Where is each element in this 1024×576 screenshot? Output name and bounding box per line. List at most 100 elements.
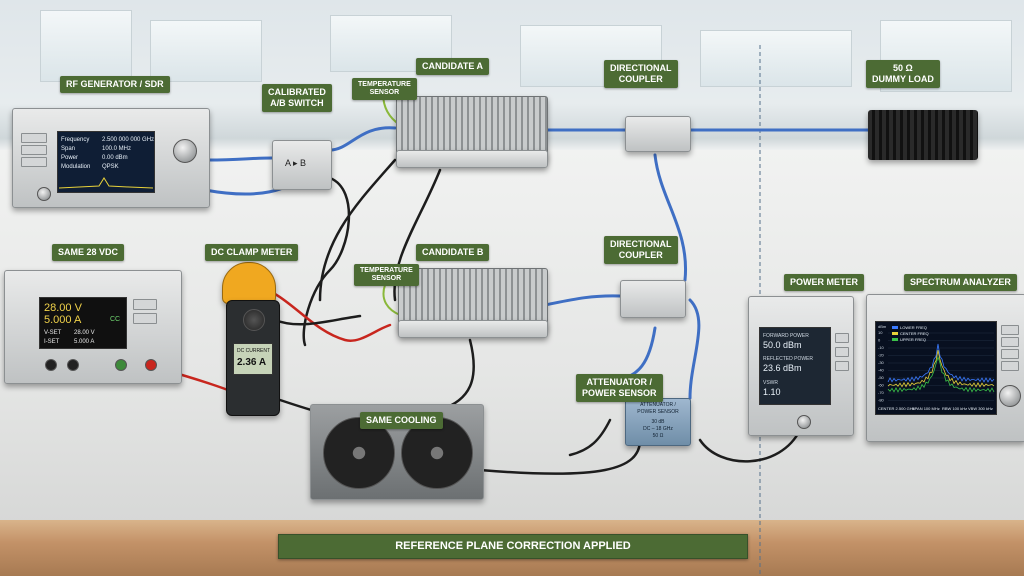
- psu-iset-button[interactable]: [133, 313, 157, 324]
- attenuator-tag-line: ATTENUATOR /: [640, 402, 676, 408]
- spectrum-softkey[interactable]: [1001, 337, 1019, 347]
- spectrum-y-tick: -20: [878, 353, 885, 358]
- dummy-load: [868, 110, 978, 160]
- rf-gen-row-value: 2.500 000 000 GHz: [102, 137, 155, 143]
- label-candidate-b: CANDIDATE B: [416, 244, 490, 261]
- psu-terminal-red: [145, 359, 157, 371]
- rf-gen-row-value: 100.0 MHz: [102, 146, 132, 152]
- spectrum-y-tick: 0: [878, 338, 881, 343]
- dc-black-wire: [568, 418, 612, 457]
- dc-power-supply: 28.00 V 5.000 A CC V-SET 28.00 V I-SET 5…: [4, 270, 182, 384]
- label-attenuator: ATTENUATOR / POWER SENSOR: [576, 374, 663, 402]
- spectrum-softkey[interactable]: [1001, 361, 1019, 371]
- rf-gen-connector: [37, 187, 51, 201]
- dc-clamp-meter: DC CURRENT 2.36 A: [226, 300, 280, 416]
- psu-iset-value: 5.000 A: [74, 339, 95, 345]
- power-meter-key[interactable]: [835, 333, 849, 343]
- spectrum-legend-label: LOWER FREQ: [900, 325, 927, 330]
- sensor-wire: [382, 284, 401, 316]
- label-candidate-a: CANDIDATE A: [416, 58, 489, 75]
- vswr-label: VSWR: [763, 380, 778, 386]
- rf-cable: [688, 298, 701, 400]
- directional-coupler-a: [625, 116, 691, 152]
- spectrum-knob[interactable]: [999, 385, 1021, 407]
- fan-icon: [401, 417, 473, 489]
- spectrum-trace: [887, 350, 995, 388]
- directional-coupler-b: [620, 280, 686, 318]
- spectrum-rbw: RBW 100 kHz: [942, 406, 968, 411]
- psu-vset-value: 28.00 V: [74, 330, 95, 336]
- ab-switch-marking: A ▸ B: [285, 158, 307, 168]
- candidate-a-base: [396, 150, 548, 168]
- rf-gen-row-value: 0.00 dBm: [102, 155, 128, 161]
- power-meter-key[interactable]: [835, 347, 849, 357]
- label-ab-switch: CALIBRATED A/B SWITCH: [262, 84, 332, 112]
- rf-cable: [653, 153, 688, 282]
- clamp-meter-value: 2.36 A: [237, 357, 267, 368]
- spectrum-y-tick: -40: [878, 368, 885, 373]
- label-directional-coupler-b: DIRECTIONAL COUPLER: [604, 236, 678, 264]
- spectrum-center: CENTER 2.500 GHz: [878, 406, 915, 411]
- fan-icon: [323, 417, 395, 489]
- label-clamp-meter: DC CLAMP METER: [205, 244, 299, 261]
- rf-gen-softkey[interactable]: [21, 133, 47, 143]
- rf-gen-trace: [59, 177, 153, 189]
- rf-generator-screen: Frequency 2.500 000 000 GHz Span 100.0 M…: [57, 131, 155, 193]
- reflected-power-label: REFLECTED POWER: [763, 356, 814, 362]
- rf-gen-softkey[interactable]: [21, 145, 47, 155]
- psu-terminal-black: [67, 359, 79, 371]
- spectrum-softkey[interactable]: [1001, 325, 1019, 335]
- spectrum-legend-swatch: [892, 332, 898, 335]
- clamp-meter-display: DC CURRENT 2.36 A: [233, 343, 273, 375]
- ab-switch: A ▸ B: [272, 140, 332, 190]
- psu-voltage: 28.00 V: [44, 302, 82, 314]
- clamp-meter-dial[interactable]: [243, 309, 265, 331]
- spectrum-trace: [887, 355, 995, 393]
- spectrum-legend-label: CENTER FREQ: [900, 331, 929, 336]
- spectrum-span: SPAN 100 MHz: [912, 406, 940, 411]
- rf-generator: Frequency 2.500 000 000 GHz Span 100.0 M…: [12, 108, 210, 208]
- spectrum-legend-swatch: [892, 338, 898, 341]
- label-rf-generator: RF GENERATOR / SDR: [60, 76, 170, 93]
- spectrum-y-unit: dBm: [878, 324, 887, 329]
- label-power-supply: SAME 28 VDC: [52, 244, 125, 261]
- attenuator-tag-line: DC – 18 GHz: [643, 426, 673, 432]
- reference-plane-banner: REFERENCE PLANE CORRECTION APPLIED: [278, 534, 748, 559]
- dc-black-wire: [478, 438, 642, 475]
- rf-gen-knob[interactable]: [173, 139, 197, 163]
- spectrum-y-tick: -10: [878, 345, 885, 350]
- psu-mode: CC: [110, 316, 121, 323]
- psu-terminal-ground: [115, 359, 127, 371]
- clamp-meter-jaw: [222, 262, 276, 304]
- attenuator-power-sensor: ATTENUATOR / POWER SENSOR 30 dB DC – 18 …: [625, 398, 691, 446]
- spectrum-y-tick: -50: [878, 375, 885, 380]
- spectrum-y-tick: -30: [878, 360, 885, 365]
- attenuator-tag-line: 50 Ω: [652, 433, 664, 439]
- dc-black-wire: [273, 314, 362, 326]
- power-meter-connector: [797, 415, 811, 429]
- clamp-meter-mode: DC CURRENT: [237, 348, 271, 354]
- spectrum-softkey[interactable]: [1001, 349, 1019, 359]
- background-window: [150, 20, 262, 82]
- label-temperature-sensor-a: TEMPERATURE SENSOR: [352, 78, 417, 100]
- spectrum-y-tick: -60: [878, 383, 885, 388]
- rf-gen-softkey[interactable]: [21, 157, 47, 167]
- reflected-power-value: 23.6 dBm: [763, 363, 802, 373]
- attenuator-tag-line: 30 dB: [651, 419, 665, 425]
- rf-cable: [328, 126, 397, 152]
- background-window: [700, 30, 852, 87]
- dc-black-wire: [318, 158, 397, 302]
- rf-gen-row-label: Modulation: [61, 164, 91, 170]
- power-meter-key[interactable]: [835, 361, 849, 371]
- rf-gen-row-label: Span: [61, 146, 76, 152]
- psu-vset-button[interactable]: [133, 299, 157, 310]
- power-meter: FORWARD POWER 50.0 dBm REFLECTED POWER 2…: [748, 296, 854, 436]
- label-cooling: SAME COOLING: [360, 412, 443, 429]
- psu-vset-label: V-SET: [44, 330, 62, 336]
- rf-gen-row-value: QPSK: [102, 164, 119, 170]
- label-temperature-sensor-b: TEMPERATURE SENSOR: [354, 264, 419, 286]
